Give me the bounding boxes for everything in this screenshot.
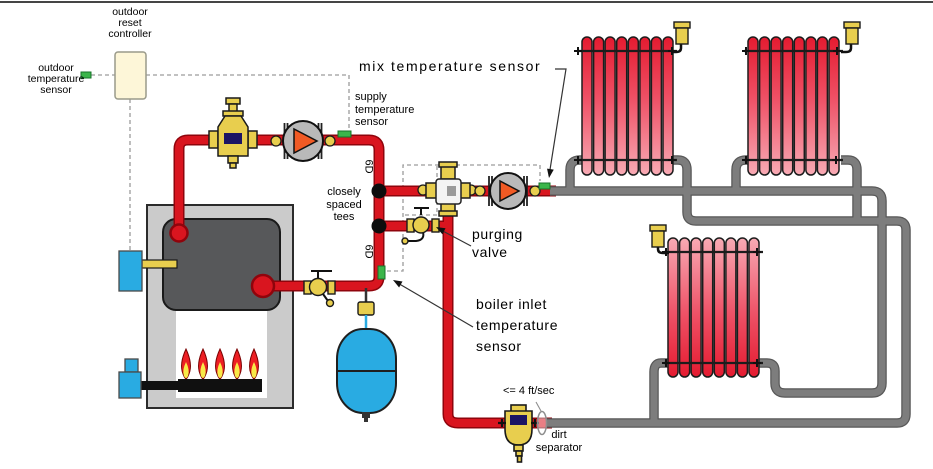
panel-radiator-1 [574,21,691,176]
vent-pipe [671,44,683,54]
closely-spaced-tees-label: closely spaced tees [326,186,362,223]
burner-bar [178,379,262,392]
mixing-circulator-pump-icon [474,172,541,210]
burner-flames-icon [181,347,259,380]
air-separator-icon [208,97,258,169]
radiator-headers [744,49,843,162]
closely-spaced-tees-icon [371,183,387,234]
expansion-tank-icon [336,288,397,422]
dirt-separator-label: dirt separator [535,429,583,454]
air-vent-icon [843,21,861,45]
gas-valve-icon [124,358,139,373]
distribution-pipes [546,156,910,427]
radiator2-drop [841,156,861,221]
wire-supply-sensor [146,74,350,128]
mixing-valve-icon [417,161,477,217]
union-marks [498,419,539,427]
spacing-6d-lower-label: 6D [362,244,375,259]
burner-blower-icon [118,371,142,399]
boiler [118,204,294,409]
mix-temperature-sensor-label: mix temperature sensor [359,58,542,74]
system-return-pipe [444,206,552,427]
air-vent-icon [673,21,691,45]
spacing-6d-upper-label: 6D [362,159,375,174]
purging-valve-label: purging valve [472,226,523,260]
outdoor-reset-controller-label: outdoor reset controller [108,6,152,40]
top-border [0,1,933,3]
impeller-icon [293,127,319,155]
radiator-headers [664,250,763,365]
tee-upper [371,183,387,199]
dirt-separator-leader [535,401,542,412]
purging-valve-icon [401,207,440,245]
sensor-well [141,259,178,269]
dirt-separator-label-window [510,415,527,425]
wire-mix-controller [387,164,541,272]
boiler-inlet-temperature-sensor-icon [377,265,386,280]
mix-temperature-sensor-icon [538,182,551,190]
actuator-window [447,186,456,196]
tee-lower [371,218,387,234]
panel-radiator-2 [742,21,861,176]
flow-velocity-marker [536,410,548,436]
boiler-circulator-pump-icon [270,120,336,162]
boiler-inlet-port [250,273,276,299]
outdoor-temperature-sensor-icon [80,71,92,79]
supply-temperature-sensor-label: supply temperature sensor [355,91,415,128]
panel-radiator-3 [649,224,763,378]
burner-pipe [141,381,179,390]
air-separator-label-window [224,133,242,144]
connector-marks [742,47,841,164]
tank-fitting [357,301,375,316]
radiator-return-main [546,156,910,427]
boiler-inlet-temperature-sensor-label: boiler inlet temperature sensor [476,296,559,354]
impeller-icon [499,179,521,203]
radiator3-drop [650,359,668,423]
flow-velocity-limit-label: <= 4 ft/sec [503,385,555,397]
annotation-leaders [395,68,567,328]
radiator-supply-main [550,187,886,397]
radiator-headers [578,49,677,162]
annotation-arrowheads [393,168,554,288]
dirt-separator-icon [498,404,539,463]
boiler-outlet-port [169,223,189,243]
air-vent-icon [649,224,667,248]
outdoor-temperature-sensor-label: outdoor temperature sensor [27,62,85,96]
vent-pipe [841,44,853,54]
supply-temperature-sensor-icon [337,130,352,138]
ball-valve-icon [303,270,336,308]
outdoor-reset-controller-icon [114,51,147,100]
boiler-control-icon [118,250,143,292]
boiler-loop-pipe [175,136,383,290]
vent-pipe [656,247,669,255]
